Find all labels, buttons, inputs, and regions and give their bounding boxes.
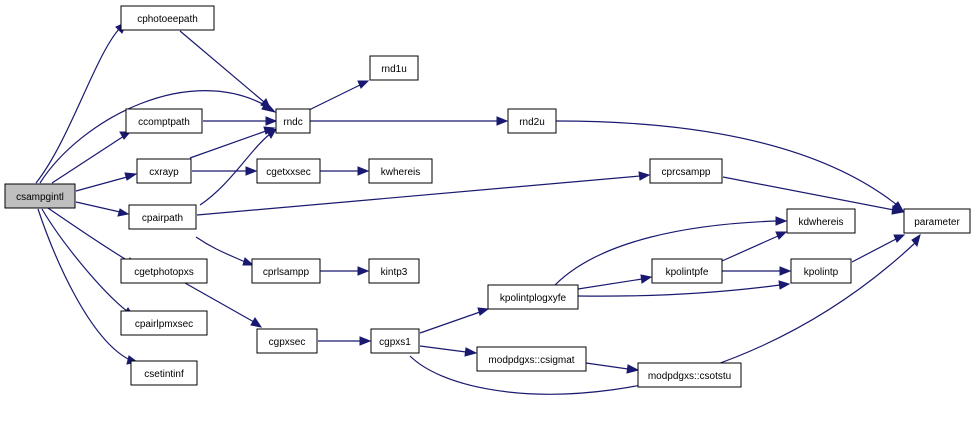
- edge-cgetxxsec-kwhereis: [320, 166, 370, 176]
- edge-cgetphotopxs-cgpxsec: [184, 282, 263, 328]
- node-cgpxsec[interactable]: cgpxsec: [256, 328, 318, 354]
- svg-text:cxrayp: cxrayp: [149, 167, 179, 178]
- edge-csampgintl-cxrayp: [75, 172, 138, 192]
- node-kpolintpfe[interactable]: kpolintpfe: [651, 258, 723, 284]
- edge-cpairpath-rndc: [199, 128, 277, 206]
- svg-text:kwhereis: kwhereis: [381, 167, 420, 178]
- svg-text:cgetxxsec: cgetxxsec: [266, 167, 310, 178]
- svg-text:rndc: rndc: [283, 117, 302, 128]
- edge-kpolintplogxyfe-kpolintpfe: [577, 274, 653, 290]
- svg-text:cgpxs1: cgpxs1: [379, 337, 411, 348]
- svg-text:parameter: parameter: [914, 217, 960, 228]
- edge-rndc-rnd1u: [308, 80, 370, 111]
- edge-cgpxs1-parameter: [409, 233, 921, 395]
- svg-text:kpolintpfe: kpolintpfe: [666, 267, 709, 278]
- edge-cgpxs1-modpdgxs-csigmat: [419, 345, 478, 357]
- svg-text:modpdgxs::csotstu: modpdgxs::csotstu: [648, 371, 731, 382]
- edge-rnd2u-parameter: [555, 120, 905, 212]
- edge-csampgintl-csetintinf: [37, 208, 139, 365]
- edge-kpolintpfe-kpolintp: [722, 266, 792, 276]
- svg-text:cpairlpmxsec: cpairlpmxsec: [135, 319, 193, 330]
- edge-csampgintl-cgetphotopxs: [47, 207, 138, 267]
- node-cpairpath[interactable]: cpairpath: [128, 204, 197, 230]
- svg-text:kpolintp: kpolintp: [804, 267, 839, 278]
- edge-ccomptpath-rndc: [203, 116, 278, 126]
- node-rnd1u[interactable]: rnd1u: [369, 55, 419, 81]
- node-csetintinf[interactable]: csetintinf: [130, 360, 198, 386]
- edge-cgpxs1-kpolintplogxyfe: [419, 307, 490, 334]
- edge-rndc-rnd2u: [310, 116, 509, 126]
- svg-text:cpairpath: cpairpath: [142, 213, 183, 224]
- svg-text:ccomptpath: ccomptpath: [138, 117, 190, 128]
- edge-cprlsampp-kintp3: [320, 266, 370, 276]
- edge-modpdgxs-csigmat-csotstu: [585, 362, 640, 374]
- node-modpdgxs-csotstu[interactable]: modpdgxs::csotstu: [637, 362, 742, 388]
- svg-text:kintp3: kintp3: [381, 267, 408, 278]
- edge-kpolintp-parameter: [851, 234, 906, 263]
- node-cgpxs1[interactable]: cgpxs1: [370, 328, 420, 354]
- edge-csampgintl-cpairlpmxsec: [41, 208, 136, 318]
- edge-cgpxsec-cgpxs1: [318, 336, 372, 346]
- svg-text:modpdgxs::csigmat: modpdgxs::csigmat: [488, 355, 574, 366]
- node-kpolintp[interactable]: kpolintp: [790, 258, 852, 284]
- node-cgetxxsec[interactable]: cgetxxsec: [256, 158, 321, 184]
- edge-cpairpath-cprlsampp: [195, 236, 255, 266]
- node-cprlsampp[interactable]: cprlsampp: [251, 258, 321, 284]
- svg-text:rnd1u: rnd1u: [381, 64, 407, 75]
- svg-text:cgetphotopxs: cgetphotopxs: [134, 267, 194, 278]
- edge-kpolintplogxyfe-kpolintp: [577, 280, 791, 297]
- svg-text:cphotoeepath: cphotoeepath: [137, 14, 198, 25]
- node-cprcsampp[interactable]: cprcsampp: [649, 158, 723, 184]
- svg-text:kdwhereis: kdwhereis: [798, 217, 843, 228]
- edge-csampgintl-cphotoeepath: [35, 20, 129, 184]
- node-csampgintl[interactable]: csampgintl: [4, 183, 76, 209]
- svg-text:csetintinf: csetintinf: [144, 369, 184, 380]
- node-cpairlpmxsec[interactable]: cpairlpmxsec: [120, 310, 208, 336]
- svg-text:rnd2u: rnd2u: [519, 117, 545, 128]
- node-cphotoeepath[interactable]: cphotoeepath: [120, 5, 215, 31]
- node-kdwhereis[interactable]: kdwhereis: [786, 208, 856, 234]
- node-cxrayp[interactable]: cxrayp: [136, 158, 192, 184]
- edge-cprcsampp-parameter: [722, 176, 905, 215]
- edge-csampgintl-cpairpath: [75, 201, 130, 217]
- edge-csampgintl-ccomptpath: [51, 131, 132, 184]
- node-rnd2u[interactable]: rnd2u: [507, 108, 557, 134]
- node-rndc[interactable]: rndc: [275, 108, 311, 134]
- edge-cphotoeepath-rndc: [179, 30, 271, 109]
- node-ccomptpath[interactable]: ccomptpath: [125, 108, 203, 134]
- edge-kpolintpfe-kdwhereis: [721, 231, 788, 262]
- svg-text:cprcsampp: cprcsampp: [662, 167, 711, 178]
- node-cgetphotopxs[interactable]: cgetphotopxs: [120, 258, 208, 284]
- node-kintp3[interactable]: kintp3: [368, 258, 420, 284]
- node-kpolintplogxyfe[interactable]: kpolintplogxyfe: [487, 284, 579, 310]
- node-kwhereis[interactable]: kwhereis: [368, 158, 433, 184]
- node-modpdgxs-csigmat[interactable]: modpdgxs::csigmat: [476, 346, 587, 372]
- edge-kpolintplogxyfe-kdwhereis: [554, 216, 788, 286]
- svg-text:kpolintplogxyfe: kpolintplogxyfe: [500, 293, 567, 304]
- edge-cpairpath-cprcsampp: [196, 171, 651, 216]
- svg-text:csampgintl: csampgintl: [16, 192, 64, 203]
- svg-text:cprlsampp: cprlsampp: [263, 267, 310, 278]
- svg-text:cgpxsec: cgpxsec: [269, 337, 306, 348]
- edge-cxrayp-cgetxxsec: [192, 166, 258, 176]
- node-parameter[interactable]: parameter: [903, 208, 971, 234]
